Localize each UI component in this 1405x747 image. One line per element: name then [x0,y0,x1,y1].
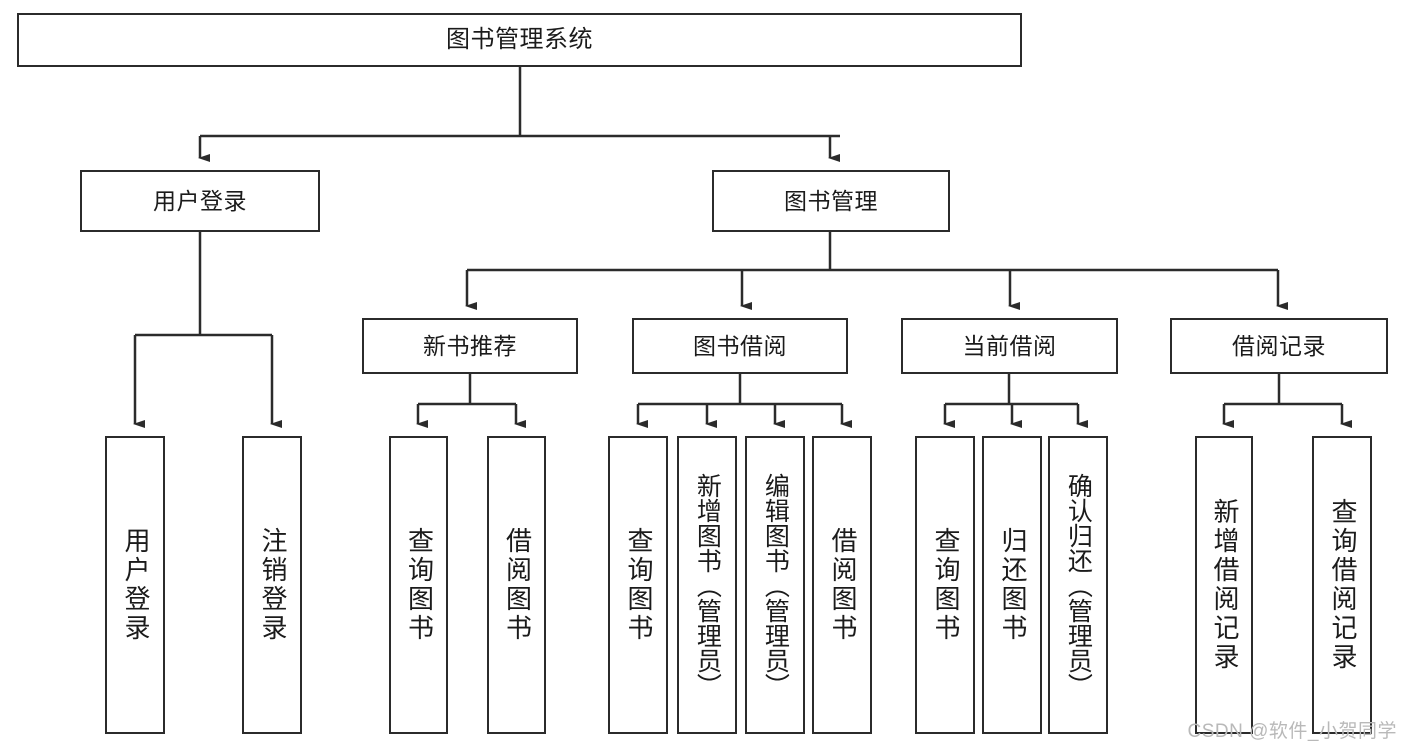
node-borrow-records[interactable]: 借阅记录 [1170,318,1388,374]
leaf-borrow-book-recommend[interactable]: 借阅图书 [487,436,546,734]
leaf-query-book-recommend[interactable]: 查询图书 [389,436,448,734]
leaf-confirm-return-admin[interactable]: 确认归还（管理员） [1048,436,1108,734]
node-label: 查询图书 [930,527,961,643]
node-label: 图书管理 [784,187,878,214]
node-label: 新增图书（管理员） [693,472,722,698]
watermark: CSDN @软件_小贺同学 [1187,721,1397,742]
node-label: 借阅图书 [502,527,533,643]
leaf-add-book-admin[interactable]: 新增图书（管理员） [677,436,737,734]
node-label: 编辑图书（管理员） [761,472,790,698]
node-label: 查询借阅记录 [1327,498,1358,672]
node-label: 查询图书 [623,527,654,643]
node-current-borrow[interactable]: 当前借阅 [901,318,1118,374]
node-label: 确认归还（管理员） [1064,472,1093,698]
node-label: 注销登录 [257,527,288,643]
leaf-query-borrow-record[interactable]: 查询借阅记录 [1312,436,1372,734]
leaf-user-login[interactable]: 用户登录 [105,436,165,734]
node-label: 借阅图书 [827,527,858,643]
node-label: 用户登录 [120,527,151,643]
node-label: 借阅记录 [1232,332,1326,359]
node-label: 新增借阅记录 [1209,498,1240,672]
node-label: 当前借阅 [962,332,1057,359]
node-label: 新书推荐 [423,332,517,359]
node-label: 归还图书 [997,527,1028,643]
leaf-query-book-current[interactable]: 查询图书 [915,436,975,734]
leaf-edit-book-admin[interactable]: 编辑图书（管理员） [745,436,805,734]
node-root[interactable]: 图书管理系统 [17,13,1022,67]
leaf-borrow-book[interactable]: 借阅图书 [812,436,872,734]
node-label: 查询图书 [404,527,435,643]
node-label: 图书借阅 [693,332,787,359]
node-user-login[interactable]: 用户登录 [80,170,320,232]
leaf-logout[interactable]: 注销登录 [242,436,302,734]
node-label: 用户登录 [153,187,247,214]
node-book-management[interactable]: 图书管理 [712,170,950,232]
node-label: 图书管理系统 [446,26,593,54]
leaf-query-book-borrow[interactable]: 查询图书 [608,436,668,734]
leaf-add-borrow-record[interactable]: 新增借阅记录 [1195,436,1253,734]
leaf-return-book[interactable]: 归还图书 [982,436,1042,734]
node-book-borrow[interactable]: 图书借阅 [632,318,848,374]
node-new-book-recommend[interactable]: 新书推荐 [362,318,578,374]
